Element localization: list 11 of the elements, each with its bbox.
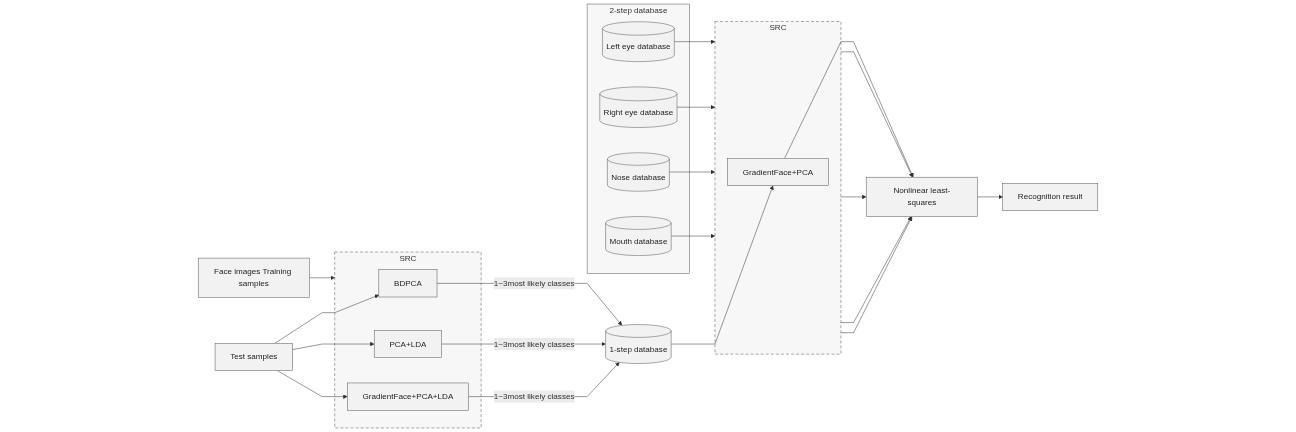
node-box: BDPCA <box>378 269 438 298</box>
node-box: Face images Training samples <box>197 257 310 298</box>
node-box: Recognition result <box>1002 183 1099 211</box>
edge-label: 1~3most likely classes <box>493 392 575 401</box>
edge-label: 1~3most likely classes <box>493 339 575 349</box>
node-box: GradientFace+PCA+LDA <box>347 382 469 411</box>
node-box: Test samples <box>214 343 293 371</box>
node-box: Nonlinear least-squares <box>865 176 978 217</box>
edge-label: 1~3most likely classes <box>493 278 575 288</box>
node-box: PCA+LDA <box>373 330 442 358</box>
node-box: GradientFace+PCA <box>727 158 829 186</box>
